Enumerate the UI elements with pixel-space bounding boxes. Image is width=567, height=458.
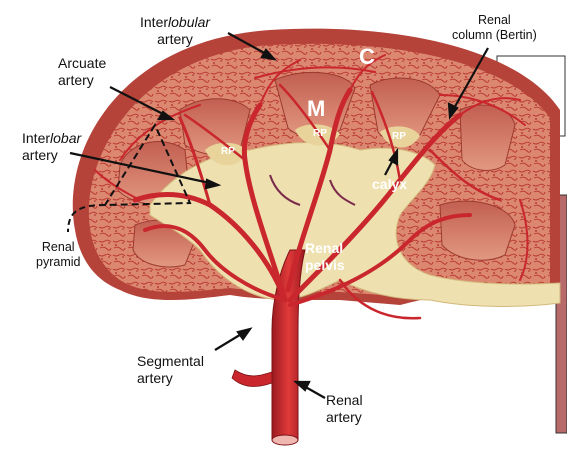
renal-papilla-marker-2: RP	[313, 128, 327, 139]
inset-strip	[555, 194, 567, 434]
minor-calyx-2	[295, 124, 340, 146]
label-renal-pelvis: Renal pelvis	[305, 240, 345, 273]
renal-artery-lumen	[271, 434, 299, 446]
label-interlobular-artery: Interlobular artery	[140, 14, 211, 47]
label-calyx: calyx	[372, 176, 408, 192]
minor-calyx-1	[205, 142, 248, 166]
veins	[269, 174, 356, 206]
label-interlobar-artery: Interlobar artery	[22, 130, 82, 163]
renal-papilla-marker-3: RP	[392, 131, 406, 142]
label-renal-pyramid: Renal pyramid	[36, 240, 81, 269]
label-renal-column: Renal column (Bertin)	[452, 13, 537, 42]
leader-arrows	[69, 32, 489, 399]
label-renal-artery: Renal artery	[326, 392, 363, 425]
renal-pyramid-5	[459, 104, 516, 171]
renal-papilla-marker-1: RP	[221, 146, 235, 157]
cortex-marker: C	[359, 44, 375, 69]
arterial-tree	[94, 54, 529, 320]
renal-artery-side-branch	[231, 369, 273, 387]
medulla-marker: M	[307, 96, 326, 121]
label-arcuate-artery: Arcuate artery	[58, 55, 107, 88]
label-segmental-artery: Segmental artery	[137, 353, 204, 386]
renal-pyramid-2	[179, 98, 251, 156]
